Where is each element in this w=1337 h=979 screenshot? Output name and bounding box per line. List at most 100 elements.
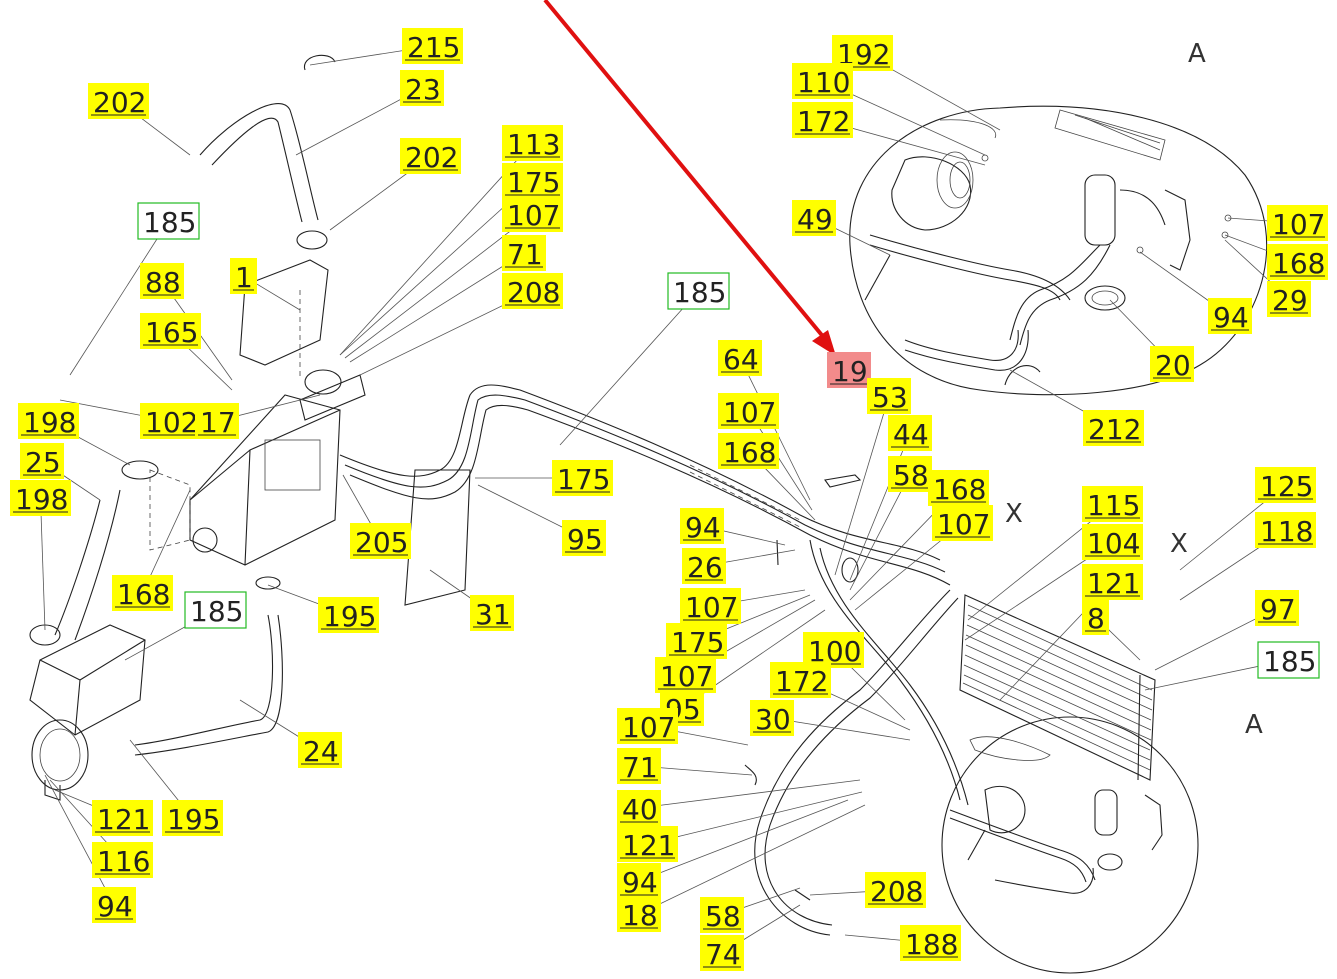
- callout-185: 185: [667, 272, 730, 310]
- callout-label: 31: [475, 598, 511, 631]
- callout-18: 18: [617, 896, 661, 932]
- callout-label: 115: [1087, 489, 1140, 522]
- callout-115: 115: [1082, 486, 1143, 522]
- callout-29: 29: [1267, 281, 1311, 317]
- callout-label: 168: [723, 436, 776, 469]
- red-arrow: [543, 0, 836, 356]
- callout-208: 208: [502, 273, 563, 309]
- callout-background: [1257, 641, 1320, 679]
- callout-107: 107: [718, 393, 779, 429]
- callout-background: [230, 258, 257, 294]
- callout-background: [502, 125, 563, 161]
- callout-label: 121: [1087, 567, 1140, 600]
- callout-label: 94: [685, 511, 721, 544]
- leader-line: [559, 290, 699, 446]
- callout-background: [400, 70, 444, 106]
- callout-71: 71: [502, 235, 546, 271]
- callout-label: 175: [557, 463, 610, 496]
- callout-195: 195: [318, 597, 379, 633]
- callout-31: 31: [470, 595, 514, 631]
- callout-background: [562, 520, 606, 556]
- callout-label: 212: [1088, 413, 1141, 446]
- hoses: [29, 54, 969, 936]
- callout-label: 64: [723, 343, 759, 376]
- callout-background: [900, 925, 961, 961]
- callout-168: 168: [928, 470, 989, 506]
- callout-background: [18, 403, 79, 439]
- callout-95: 95: [562, 520, 606, 556]
- callout-label: 185: [673, 276, 726, 309]
- callout-24: 24: [298, 732, 342, 768]
- callout-40: 40: [617, 790, 661, 826]
- callout-background: [1255, 590, 1299, 626]
- callout-215: 215: [402, 28, 463, 64]
- callout-107: 107: [680, 588, 741, 624]
- callout-175: 175: [552, 460, 613, 496]
- callout-label: 58: [893, 459, 929, 492]
- callout-label: 49: [797, 203, 833, 236]
- callout-background: [617, 790, 661, 826]
- callout-background: [298, 732, 342, 768]
- view-label-a-top: A: [1188, 39, 1206, 69]
- leader-line: [647, 791, 863, 845]
- callout-175: 175: [666, 623, 727, 659]
- callout-label: 104: [1087, 527, 1140, 560]
- callout-label: 125: [1260, 470, 1313, 503]
- callout-background: [1267, 281, 1311, 317]
- callout-background: [682, 548, 726, 584]
- callout-172: 172: [792, 102, 853, 138]
- callout-168: 168: [112, 575, 173, 611]
- callout-background: [928, 470, 989, 506]
- callout-110: 110: [792, 63, 853, 99]
- callout-label: 205: [355, 526, 408, 559]
- callout-background: [112, 575, 173, 611]
- callout-background: [680, 588, 741, 624]
- callout-background: [1208, 298, 1252, 334]
- callout-background: [1150, 346, 1194, 382]
- leader-line: [849, 432, 911, 581]
- callout-background: [162, 800, 223, 836]
- callout-label: 121: [622, 829, 675, 862]
- callout-198: 198: [18, 403, 79, 439]
- callout-background: [350, 523, 411, 559]
- leader-line: [638, 779, 861, 809]
- leader-line: [638, 799, 849, 882]
- callout-label: 195: [323, 600, 376, 633]
- callout-30: 30: [750, 700, 794, 736]
- callout-background: [20, 443, 64, 479]
- leader-line: [69, 220, 169, 376]
- callout-8: 8: [1082, 599, 1109, 635]
- callout-background: [700, 897, 744, 933]
- callout-label: 202: [405, 141, 458, 174]
- callout-205: 205: [350, 523, 411, 559]
- callout-label: 53: [872, 381, 908, 414]
- leader-line: [834, 395, 890, 576]
- callout-label: 94: [1213, 301, 1249, 334]
- callout-label: 107: [507, 199, 560, 232]
- detail-view-a-top: [849, 105, 1268, 396]
- callout-background: [140, 403, 201, 439]
- callout-background: [888, 456, 932, 492]
- callout-label: 208: [870, 875, 923, 908]
- callout-185: 185: [137, 202, 200, 240]
- callout-94: 94: [92, 887, 136, 923]
- callout-background: [792, 102, 853, 138]
- callout-background: [88, 83, 149, 119]
- callout-label: 172: [797, 105, 850, 138]
- callout-88: 88: [140, 263, 184, 299]
- callout-165: 165: [140, 313, 201, 349]
- callout-58: 58: [888, 456, 932, 492]
- callout-background: [140, 263, 184, 299]
- callout-label: 29: [1272, 284, 1308, 317]
- callout-107: 107: [617, 708, 678, 744]
- callout-20: 20: [1150, 346, 1194, 382]
- callout-94: 94: [617, 863, 661, 899]
- callout-background: [502, 196, 563, 232]
- callout-background: [617, 826, 678, 862]
- callout-label: 107: [622, 711, 675, 744]
- callout-background: [792, 63, 853, 99]
- callout-label: 113: [507, 128, 560, 161]
- callout-background: [502, 163, 563, 199]
- callout-label: 168: [1272, 247, 1325, 280]
- detail-view-a-bottom: [941, 716, 1199, 974]
